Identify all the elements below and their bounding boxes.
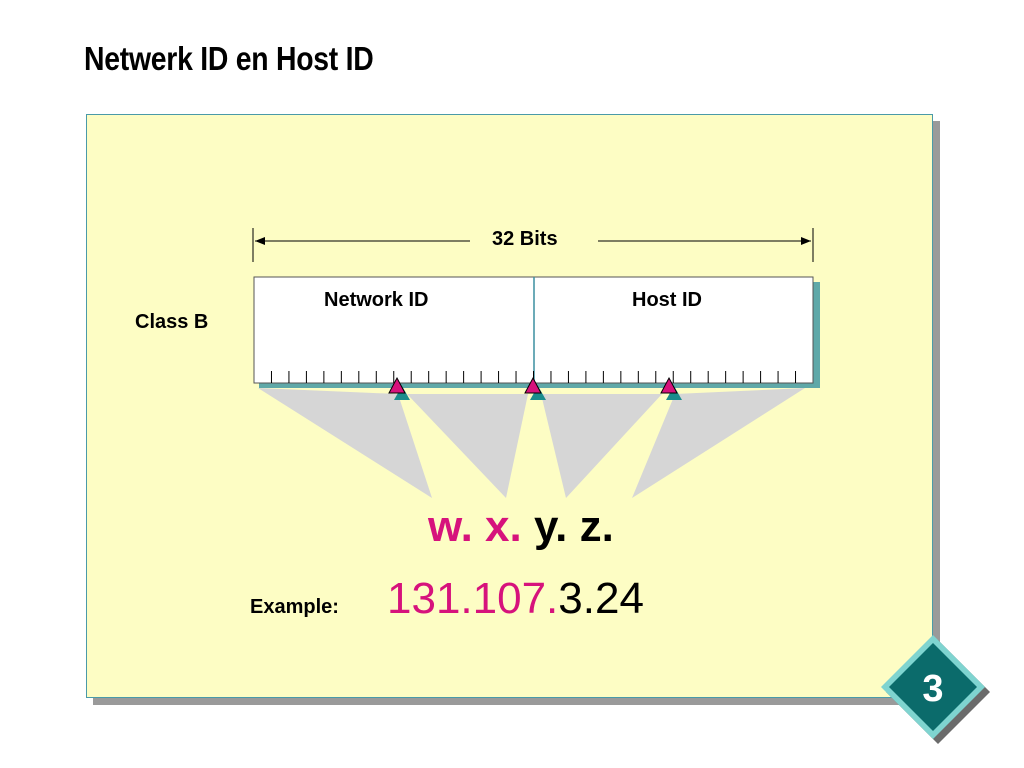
bits-width-label: 32 Bits [486,228,564,251]
wedge-y [541,394,662,498]
example-host-part: 3.24 [558,574,644,623]
notation-network-part: w. x. [428,502,522,551]
class-label: Class B [135,311,209,333]
example-label: Example: [250,596,339,618]
bit-tick-marks [270,371,797,383]
page-badge [881,635,990,744]
byte-marker-3 [660,376,678,394]
host-id-label: Host ID [632,289,702,311]
notation-host-part: y. z. [521,502,614,551]
example-address: 131.107.3.24 [387,574,644,624]
slide-title: Netwerk ID en Host ID [84,40,374,77]
bits-dimension-line [252,228,814,262]
wedge-x [407,394,528,498]
arrowhead-left [255,237,265,245]
byte-marker-1 [388,376,406,394]
address-notation: w. x. y. z. [428,502,614,552]
wedge-w [258,388,432,498]
page-number: 3 [922,668,944,710]
example-network-part: 131.107. [387,574,559,623]
arrowhead-right [801,237,811,245]
wedge-z [632,388,805,498]
network-id-label: Network ID [324,289,429,311]
byte-marker-2 [524,376,542,394]
